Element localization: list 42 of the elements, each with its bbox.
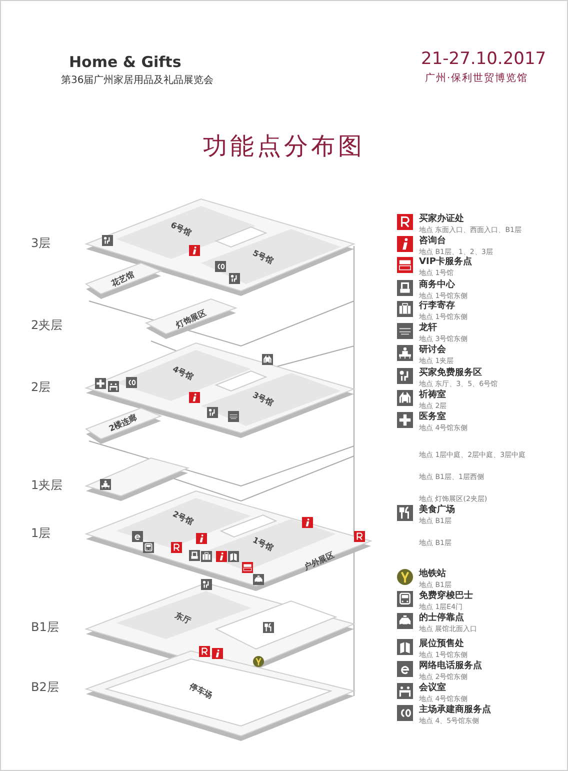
- fair-subtitle: 第36届广州家居用品及礼品展览会: [61, 74, 214, 87]
- hall-label: 花艺馆: [110, 268, 136, 290]
- hall-label: 户外展区: [302, 549, 336, 573]
- hall-label: 4号馆: [170, 363, 196, 383]
- event-date: 21-27.10.2017: [421, 49, 546, 69]
- floor-label: 2夹层: [31, 317, 63, 334]
- legend-label: 研讨会: [419, 343, 446, 356]
- legend-label: 美食广场: [419, 503, 455, 516]
- hall-label: 东厅: [173, 610, 193, 626]
- legend-label: 免费穿梭巴士: [419, 589, 473, 602]
- hall-label: 1号馆: [250, 534, 276, 554]
- legend-label: 商务中心: [419, 278, 455, 291]
- legend-label: 咨询台: [419, 234, 446, 247]
- hall-label: 6号馆: [168, 219, 194, 239]
- venue-name: 广州·保利世贸博览馆: [425, 72, 528, 85]
- hall-label: 2号馆: [170, 508, 196, 528]
- legend-label: 买家办证处: [419, 212, 464, 225]
- hall-label: 5号馆: [250, 247, 276, 267]
- legend-label: VIP卡服务点: [419, 255, 472, 268]
- legend-label: 会议室: [419, 681, 446, 694]
- hall-label: 灯饰展区: [174, 307, 208, 331]
- legend-label: 买家免费服务区: [419, 366, 482, 379]
- hall-label: 停车场: [188, 680, 214, 702]
- floor-label: 2层: [31, 379, 51, 396]
- legend-label: 地铁站: [419, 567, 446, 580]
- legend-label: 网络电话服务点: [419, 659, 482, 672]
- hall-label: 3号馆: [250, 389, 276, 409]
- floor-label: 1夹层: [31, 477, 63, 494]
- floor-label: 3层: [31, 235, 51, 252]
- floor-label: B1层: [31, 619, 59, 636]
- hall-label: 2楼连廊: [107, 412, 139, 434]
- legend-label: 医务室: [419, 410, 446, 423]
- legend-label: 展位预售处: [419, 637, 464, 650]
- floor-label: B2层: [31, 679, 59, 696]
- legend-label: 主场承建商服务点: [419, 703, 491, 716]
- page-title: 功能点分布图: [203, 131, 365, 162]
- fair-name: Home & Gifts: [69, 53, 182, 71]
- legend-label: 行李寄存: [419, 299, 455, 312]
- floor-label: 1层: [31, 525, 51, 542]
- legend-label: 的士停靠点: [419, 611, 464, 624]
- legend-label: 龙轩: [419, 321, 437, 334]
- legend-label: 祈祷室: [419, 388, 446, 401]
